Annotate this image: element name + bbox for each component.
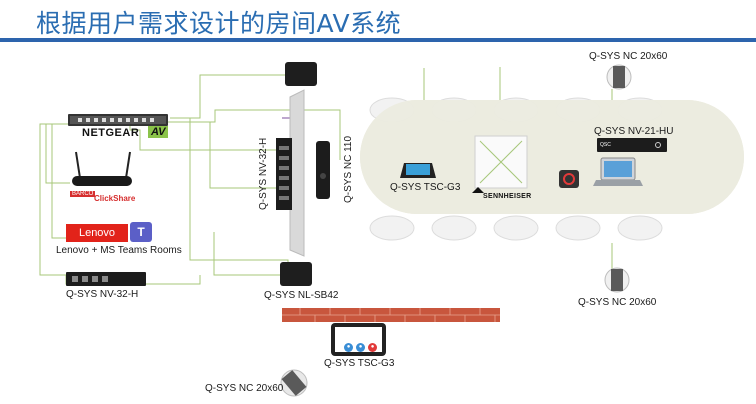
nv32-vertical-label: Q-SYS NV-32-H <box>258 137 269 210</box>
nv21-label: Q-SYS NV-21-HU <box>594 126 674 137</box>
nv21-device <box>597 138 667 152</box>
nc-20x60-top-label: Q-SYS NC 20x60 <box>589 51 668 62</box>
nc-20x60-mid-label: Q-SYS NC 20x60 <box>578 297 657 308</box>
tsc-wall-screen-icons: ● ● ● <box>344 343 377 352</box>
chair <box>493 215 539 241</box>
nv32-vertical-device <box>276 138 292 210</box>
camera-icon: ● <box>344 343 353 352</box>
nc110-camera <box>316 141 330 199</box>
ceiling-speaker-bottom <box>280 369 308 397</box>
netgear-logo: NETGEAR <box>82 127 140 139</box>
brick-wall <box>282 308 500 322</box>
ceiling-speaker-top <box>606 64 632 90</box>
chair <box>369 215 415 241</box>
ceiling-speaker-mid <box>604 267 630 293</box>
netgear-switch <box>68 114 168 126</box>
nc-20x60-bottom-label: Q-SYS NC 20x60 <box>205 383 284 394</box>
table-touch-panel <box>400 163 436 178</box>
tsc-table-label: Q-SYS TSC-G3 <box>390 182 461 193</box>
soundbar-bottom <box>280 262 312 286</box>
teams-icon: T <box>130 222 152 242</box>
barco-logo: BARCO <box>70 191 96 197</box>
nv32-left-label: Q-SYS NV-32-H <box>66 289 139 300</box>
chair <box>431 215 477 241</box>
qsc-logo: QSC <box>600 142 611 148</box>
sennheiser-ceiling-mic <box>472 135 528 193</box>
clickshare-base <box>72 151 132 186</box>
page-title: 根据用户需求设计的房间AV系统 <box>36 9 402 38</box>
netgear-av-badge: AV <box>148 126 169 138</box>
mute-button-device <box>559 170 579 188</box>
sennheiser-logo: SENNHEISER <box>483 193 532 200</box>
lenovo-teams-label: Lenovo + MS Teams Rooms <box>56 245 182 256</box>
hangup-icon: ● <box>368 343 377 352</box>
nc110-label: Q-SYS NC 110 <box>343 135 354 203</box>
clickshare-logo: ClickShare <box>94 194 136 203</box>
nv32-left-device <box>66 272 146 286</box>
volume-icon: ● <box>356 343 365 352</box>
nl-sb42-label: Q-SYS NL-SB42 <box>264 290 339 301</box>
chair <box>617 215 663 241</box>
lenovo-logo: Lenovo <box>66 224 128 242</box>
title-underline <box>0 38 756 42</box>
tsc-wall-label: Q-SYS TSC-G3 <box>324 358 395 369</box>
wall-display <box>289 89 305 257</box>
chair <box>555 215 601 241</box>
soundbar-top <box>285 62 317 86</box>
laptop <box>593 157 643 186</box>
